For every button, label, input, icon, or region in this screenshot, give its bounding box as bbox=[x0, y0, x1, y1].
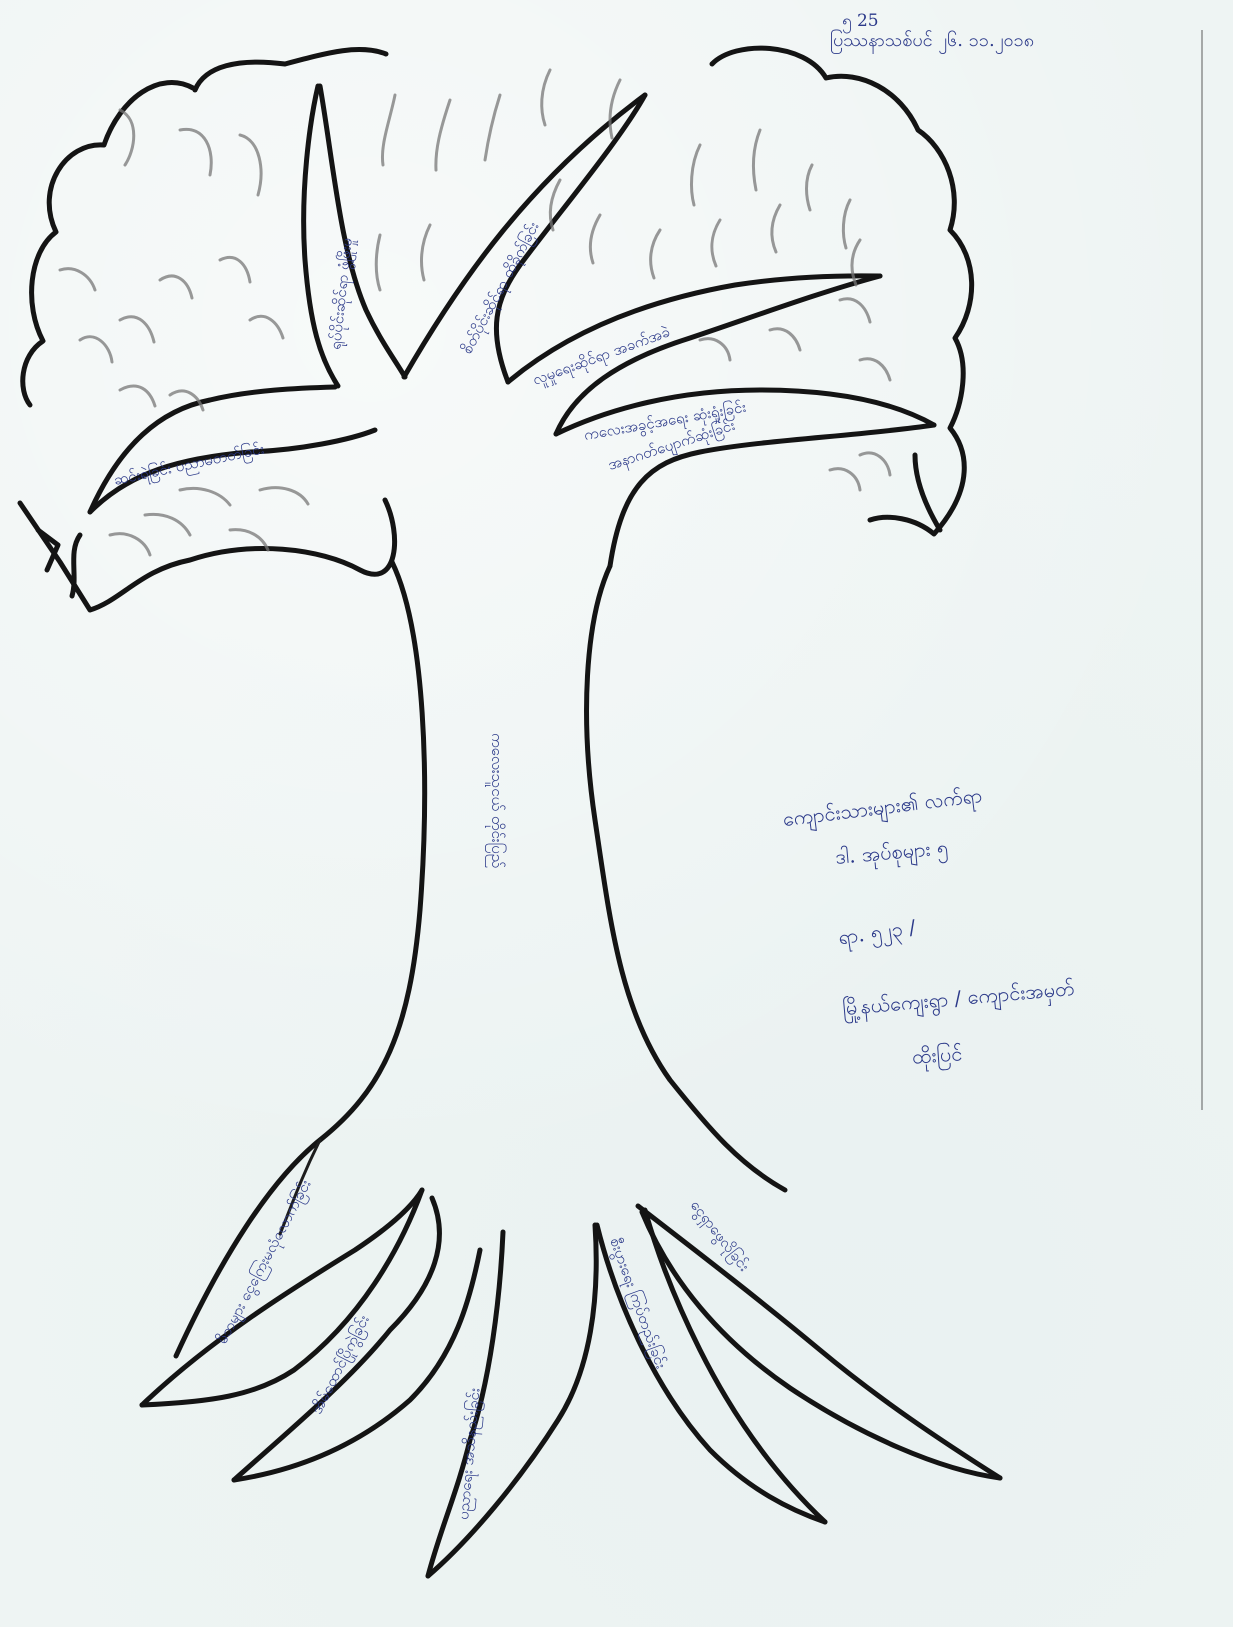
branch-label-1: ဆင်းရဲခြင်း ပညာမတတ်ခြင်း bbox=[112, 438, 267, 491]
root-label-5: ငွေရှာဖွေလိုခြင်း bbox=[684, 1196, 754, 1277]
trunk-annotation: ကလေးသူငယ် တိုင်းပြည် bbox=[485, 733, 507, 868]
branch-annotations: ဆင်းရဲခြင်း ပညာမတတ်ခြင်း ရုပ်ပိုင်းဆိုင်… bbox=[112, 218, 748, 492]
root-annotations: မိဘများ ငွေကြေးမလုံလောက်ခြင်း အိမ်ထောင်ပ… bbox=[212, 1176, 755, 1521]
branch-label-3: စိတ်ပိုင်းဆိုင်ရာ ထိခိုက်ခြင်း bbox=[457, 218, 545, 358]
trunk-label: ကလေးသူငယ် တိုင်းပြည် bbox=[485, 733, 507, 868]
tree-roots bbox=[142, 1140, 1000, 1576]
root-label-3: ပညာရေး အသိနည်းခြင်း bbox=[453, 1387, 486, 1521]
branch-label-2: ရုပ်ပိုင်းဆိုင်ရာ ဖွံ့ဖြိုးမှု bbox=[325, 237, 359, 351]
note-line-5: ထိုးပြင် bbox=[911, 1043, 963, 1066]
